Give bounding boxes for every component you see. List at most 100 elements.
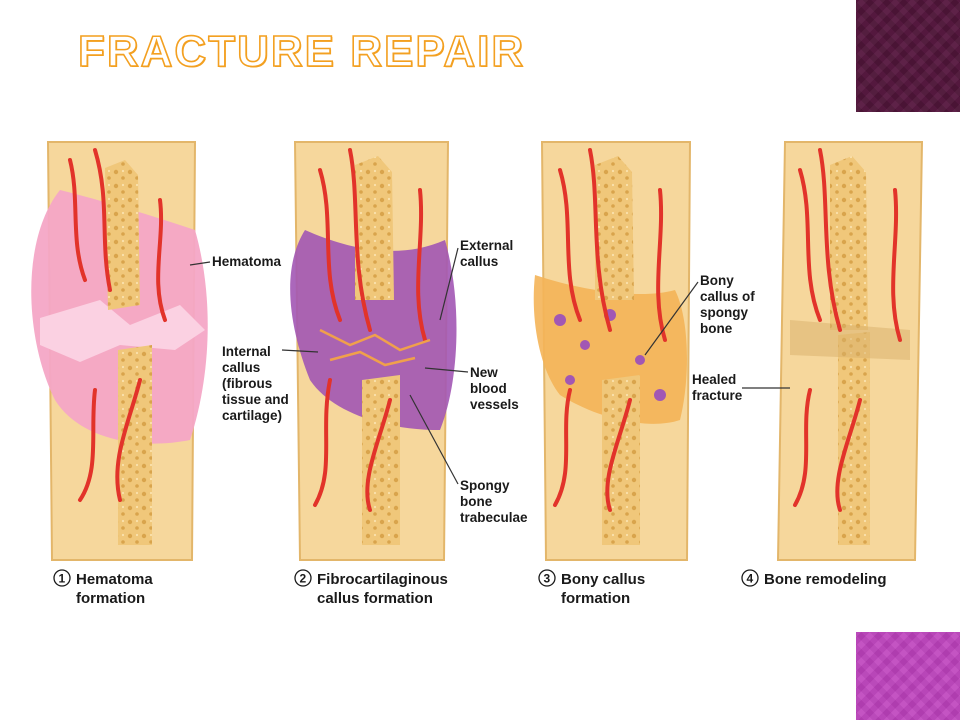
label-hematoma: Hematoma bbox=[212, 254, 282, 269]
svg-text:bone: bone bbox=[700, 321, 733, 336]
label-external-callus-line-1: External bbox=[460, 238, 513, 253]
label-new-vessels-line-2: blood bbox=[470, 381, 507, 396]
label-healed-line-1: Healed bbox=[692, 372, 736, 387]
step-number-circle-2 bbox=[294, 569, 312, 587]
svg-text:callus: callus bbox=[460, 254, 498, 269]
step-number-circle-3 bbox=[538, 569, 556, 587]
blood-vessels-3 bbox=[553, 148, 667, 512]
svg-text:formation: formation bbox=[76, 590, 145, 607]
blood-vessels-1 bbox=[68, 148, 167, 502]
label-new-vessels-line-1: New bbox=[470, 365, 498, 380]
step-caption-3: 3 Bony callus formation bbox=[538, 569, 645, 607]
svg-text:bone: bone bbox=[460, 494, 493, 509]
step-caption-1: 1 Hematoma formation bbox=[53, 569, 153, 607]
svg-text:2: 2 bbox=[300, 572, 307, 586]
step-3-line-1: Bony callus bbox=[561, 571, 645, 588]
spongy-fragment-lower-2 bbox=[362, 375, 400, 545]
svg-text:Hematoma: Hematoma bbox=[76, 571, 153, 588]
svg-text:(fibrous: (fibrous bbox=[222, 376, 272, 391]
step-2-line-1: Fibrocartilaginous bbox=[317, 571, 448, 588]
spongy-fragment-upper-1 bbox=[105, 160, 140, 310]
step-2-line-2: callus formation bbox=[317, 590, 433, 607]
svg-text:callus of: callus of bbox=[700, 289, 755, 304]
label-spongy-bone-trabeculae: Spongy bone trabeculae bbox=[409, 394, 528, 525]
spongy-fragment-lower-3 bbox=[602, 375, 640, 545]
step-number-1: 1 bbox=[59, 572, 66, 586]
label-bony-callus-line-3: spongy bbox=[700, 305, 748, 320]
svg-text:cartilage): cartilage) bbox=[222, 408, 282, 423]
svg-text:callus formation: callus formation bbox=[317, 590, 433, 607]
step-number-circle-4 bbox=[741, 569, 759, 587]
label-new-vessels-line-3: vessels bbox=[470, 397, 519, 412]
step-3-line-2: formation bbox=[561, 590, 630, 607]
step-1-line-2: formation bbox=[76, 590, 145, 607]
step-number-circle-1 bbox=[53, 569, 71, 587]
new-vessel-branches bbox=[319, 328, 431, 367]
svg-text:Fibrocartilaginous: Fibrocartilaginous bbox=[317, 571, 448, 588]
panel-bone-remodeling bbox=[776, 141, 924, 561]
panel-fibrocartilaginous-callus bbox=[290, 141, 457, 561]
step-number-4: 4 bbox=[747, 572, 754, 586]
svg-text:Spongy: Spongy bbox=[460, 478, 510, 493]
label-bony-callus-line-1: Bony bbox=[700, 273, 734, 288]
spongy-fragment-upper-2 bbox=[355, 156, 394, 300]
svg-text:vessels: vessels bbox=[470, 397, 519, 412]
label-internal-callus-line-4: tissue and bbox=[222, 392, 289, 407]
step-caption-2: 2 Fibrocartilaginous callus formation bbox=[294, 569, 448, 607]
label-new-blood-vessels: New blood vessels bbox=[424, 365, 519, 412]
bony-callus-region bbox=[533, 275, 687, 424]
svg-text:Bone remodeling: Bone remodeling bbox=[764, 571, 887, 588]
svg-text:blood: blood bbox=[470, 381, 507, 396]
new-vessels-leader bbox=[424, 367, 469, 373]
svg-text:spongy: spongy bbox=[700, 305, 748, 320]
svg-text:Healed: Healed bbox=[692, 372, 736, 387]
corner-decoration-top bbox=[856, 0, 960, 112]
label-bony-callus-line-2: callus of bbox=[700, 289, 755, 304]
svg-text:fracture: fracture bbox=[692, 388, 743, 403]
step-4-line-1: Bone remodeling bbox=[764, 571, 887, 588]
hematoma-leader bbox=[189, 261, 211, 266]
label-healed-line-2: fracture bbox=[692, 388, 743, 403]
label-internal-callus: Internal callus (fibrous tissue and cart… bbox=[222, 344, 319, 423]
spongy-fragment-lower-1 bbox=[118, 345, 152, 545]
svg-text:New: New bbox=[470, 365, 498, 380]
spongy-fragment-upper-3 bbox=[595, 156, 634, 300]
svg-text:External: External bbox=[460, 238, 513, 253]
label-external-callus: External callus bbox=[439, 238, 513, 321]
svg-text:Hematoma: Hematoma bbox=[212, 254, 282, 269]
label-bony-callus-line-4: bone bbox=[700, 321, 733, 336]
svg-text:tissue and: tissue and bbox=[222, 392, 289, 407]
label-healed-fracture: Healed fracture bbox=[692, 372, 790, 403]
label-internal-callus-line-3: (fibrous bbox=[222, 376, 272, 391]
step-caption-4: 4 Bone remodeling bbox=[741, 569, 887, 588]
svg-text:Bony callus: Bony callus bbox=[561, 571, 645, 588]
panel-hematoma-formation bbox=[31, 141, 211, 561]
label-external-callus-line-2: callus bbox=[460, 254, 498, 269]
label-spongy-line-3: trabeculae bbox=[460, 510, 528, 525]
step-number-3: 3 bbox=[544, 572, 551, 586]
label-internal-callus-line-2: callus bbox=[222, 360, 260, 375]
label-spongy-line-1: Spongy bbox=[460, 478, 510, 493]
label-bony-callus: Bony callus of spongy bone bbox=[644, 273, 755, 356]
spongy-fragment-upper-4 bbox=[830, 156, 868, 330]
bony-callus-leader bbox=[644, 281, 699, 356]
panel-bony-callus bbox=[533, 141, 692, 561]
corner-decoration-bottom bbox=[856, 632, 960, 720]
callus-spots bbox=[554, 309, 666, 401]
internal-callus-leader bbox=[281, 349, 319, 353]
label-internal-callus-line-1: Internal bbox=[222, 344, 271, 359]
external-callus-leader bbox=[439, 247, 459, 321]
svg-text:1: 1 bbox=[59, 572, 66, 586]
svg-text:trabeculae: trabeculae bbox=[460, 510, 528, 525]
svg-text:formation: formation bbox=[561, 590, 630, 607]
label-internal-callus-line-5: cartilage) bbox=[222, 408, 282, 423]
svg-text:Bony: Bony bbox=[700, 273, 734, 288]
blood-vessels-4 bbox=[793, 148, 902, 512]
blood-vessels-2 bbox=[313, 148, 427, 512]
svg-text:Internal: Internal bbox=[222, 344, 271, 359]
label-spongy-line-2: bone bbox=[460, 494, 493, 509]
svg-text:4: 4 bbox=[747, 572, 754, 586]
spongy-leader bbox=[409, 394, 459, 485]
healed-fracture-zone bbox=[790, 320, 910, 360]
